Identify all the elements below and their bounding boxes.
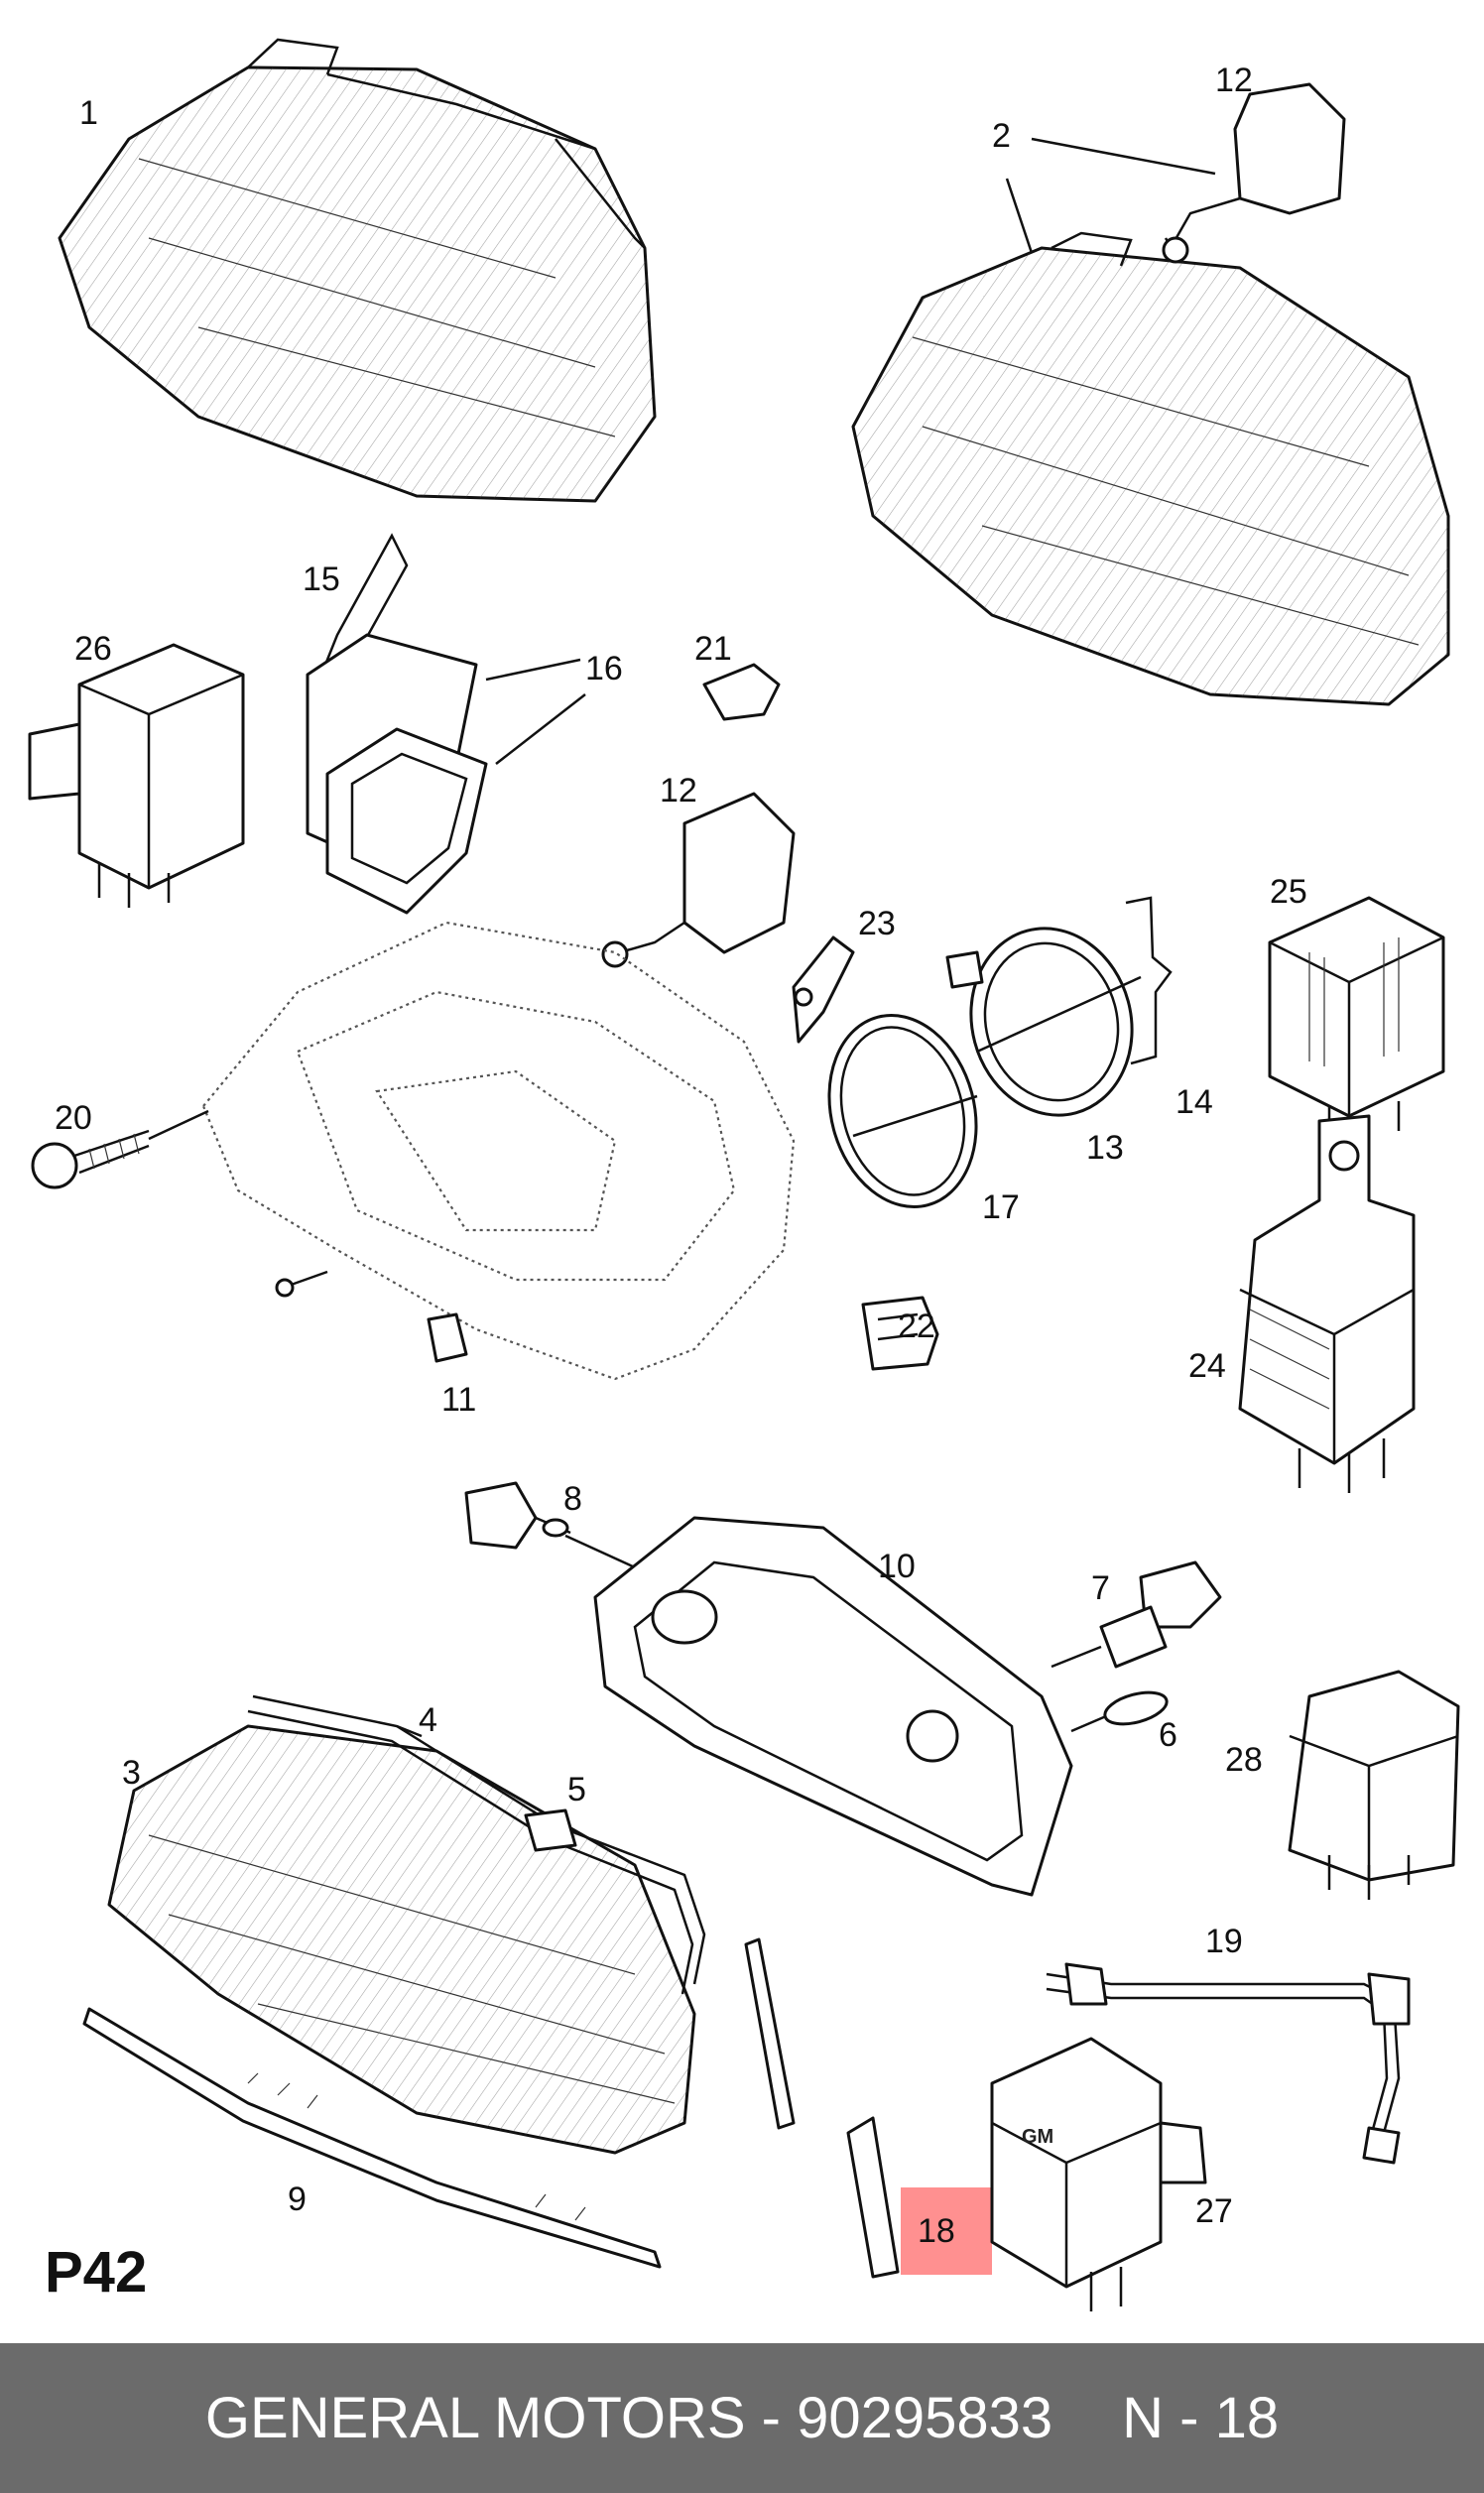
part-12-level-motor[interactable]: [601, 792, 796, 968]
footer-ref: N - 18: [1122, 2386, 1280, 2450]
callout-9: 9: [288, 2181, 307, 2218]
small-screw: [275, 1270, 328, 1298]
callout-1: 1: [79, 94, 98, 132]
part-4-frame-gasket[interactable]: [247, 1694, 706, 1995]
part-10-fog-lamp-housing[interactable]: [593, 1516, 1073, 1897]
part-13-retaining-ring[interactable]: [945, 911, 1153, 1134]
part-28-relay[interactable]: [1288, 1670, 1460, 1900]
part-22-connector[interactable]: [861, 1296, 939, 1371]
callout-19: 19: [1205, 1923, 1243, 1960]
part-18-molding[interactable]: [846, 2116, 992, 2279]
parts-diagram: GM 1 12 2 15 26 16 21 12 25 23 20 14 13 …: [28, 38, 1460, 2311]
leader-16a: [485, 658, 581, 682]
callout-10: 10: [878, 1548, 916, 1585]
housing-outline: [201, 921, 796, 1381]
part-1-headlamp-left[interactable]: [58, 38, 657, 503]
seal-strip: [744, 1937, 796, 2130]
part-21-socket[interactable]: [702, 663, 781, 721]
part-8-bulb-holder[interactable]: [464, 1481, 571, 1550]
part-2-headlamp-right[interactable]: [851, 231, 1450, 706]
callout-4: 4: [419, 1701, 437, 1739]
callout-18: 18: [918, 2212, 955, 2250]
callout-2: 2: [992, 117, 1011, 155]
callout-5: 5: [567, 1771, 586, 1808]
part-9-trim-strip[interactable]: [82, 2007, 662, 2269]
leader-4: [396, 1724, 423, 1738]
callout-12-top: 12: [1215, 62, 1253, 99]
callout-27: 27: [1195, 2192, 1233, 2230]
leader-8: [564, 1534, 636, 1569]
footer-part-number: 90295833: [797, 2386, 1053, 2450]
callout-26: 26: [74, 630, 112, 668]
callout-20: 20: [55, 1099, 92, 1137]
callout-25: 25: [1270, 873, 1307, 911]
leader-6: [1070, 1714, 1107, 1733]
part-25-relay[interactable]: [1268, 896, 1445, 1136]
leader-13: [976, 975, 1142, 1054]
leader-2b: [1005, 178, 1034, 254]
callout-28: 28: [1225, 1741, 1263, 1779]
part-12-top-level-motor[interactable]: [1162, 82, 1346, 264]
callout-12-mid: 12: [660, 772, 697, 810]
leader-20: [148, 1109, 209, 1141]
callout-8: 8: [563, 1480, 582, 1518]
callout-3: 3: [122, 1754, 141, 1792]
leader-17: [852, 1094, 978, 1138]
callout-15: 15: [303, 561, 340, 598]
part-16-seal-set[interactable]: [306, 633, 488, 915]
highlight-marker: [901, 2187, 992, 2275]
leader-16b: [495, 693, 586, 765]
footer-brand: GENERAL MOTORS: [204, 2386, 746, 2450]
part-15-gasket[interactable]: [315, 533, 409, 686]
part-23-bracket[interactable]: [792, 935, 855, 1044]
footer-separator: -: [761, 2386, 781, 2450]
part-19-wiring-harness[interactable]: [1046, 1962, 1411, 2165]
callout-23: 23: [858, 905, 896, 942]
part-5-clip[interactable]: [524, 1808, 577, 1852]
callout-17: 17: [982, 1188, 1020, 1226]
footer-bar: GENERAL MOTORS - 90295833 N - 18: [0, 2343, 1484, 2493]
callout-6: 6: [1159, 1716, 1177, 1754]
svg-text:GM: GM: [1022, 2126, 1053, 2148]
callout-16: 16: [585, 650, 623, 687]
callout-21: 21: [694, 630, 732, 668]
callout-14: 14: [1175, 1083, 1213, 1121]
leader-7: [1051, 1645, 1102, 1669]
part-7-bulb[interactable]: [1099, 1560, 1222, 1669]
part-17-ring[interactable]: [808, 999, 997, 1224]
part-27-control-unit[interactable]: GM: [990, 2037, 1207, 2311]
callout-7: 7: [1091, 1569, 1110, 1607]
part-26-relay[interactable]: [28, 643, 245, 908]
part-20-screw[interactable]: [31, 1129, 150, 1189]
part-24-relay[interactable]: [1238, 1114, 1416, 1493]
callout-13: 13: [1086, 1129, 1124, 1167]
callout-22: 22: [898, 1308, 935, 1345]
callout-11: 11: [441, 1381, 476, 1419]
part-11-clip[interactable]: [427, 1312, 468, 1363]
page-code: P42: [45, 2240, 147, 2305]
callout-24: 24: [1188, 1347, 1226, 1385]
leader-2a: [1031, 137, 1216, 176]
part-14-spring-clip[interactable]: [1125, 896, 1173, 1065]
